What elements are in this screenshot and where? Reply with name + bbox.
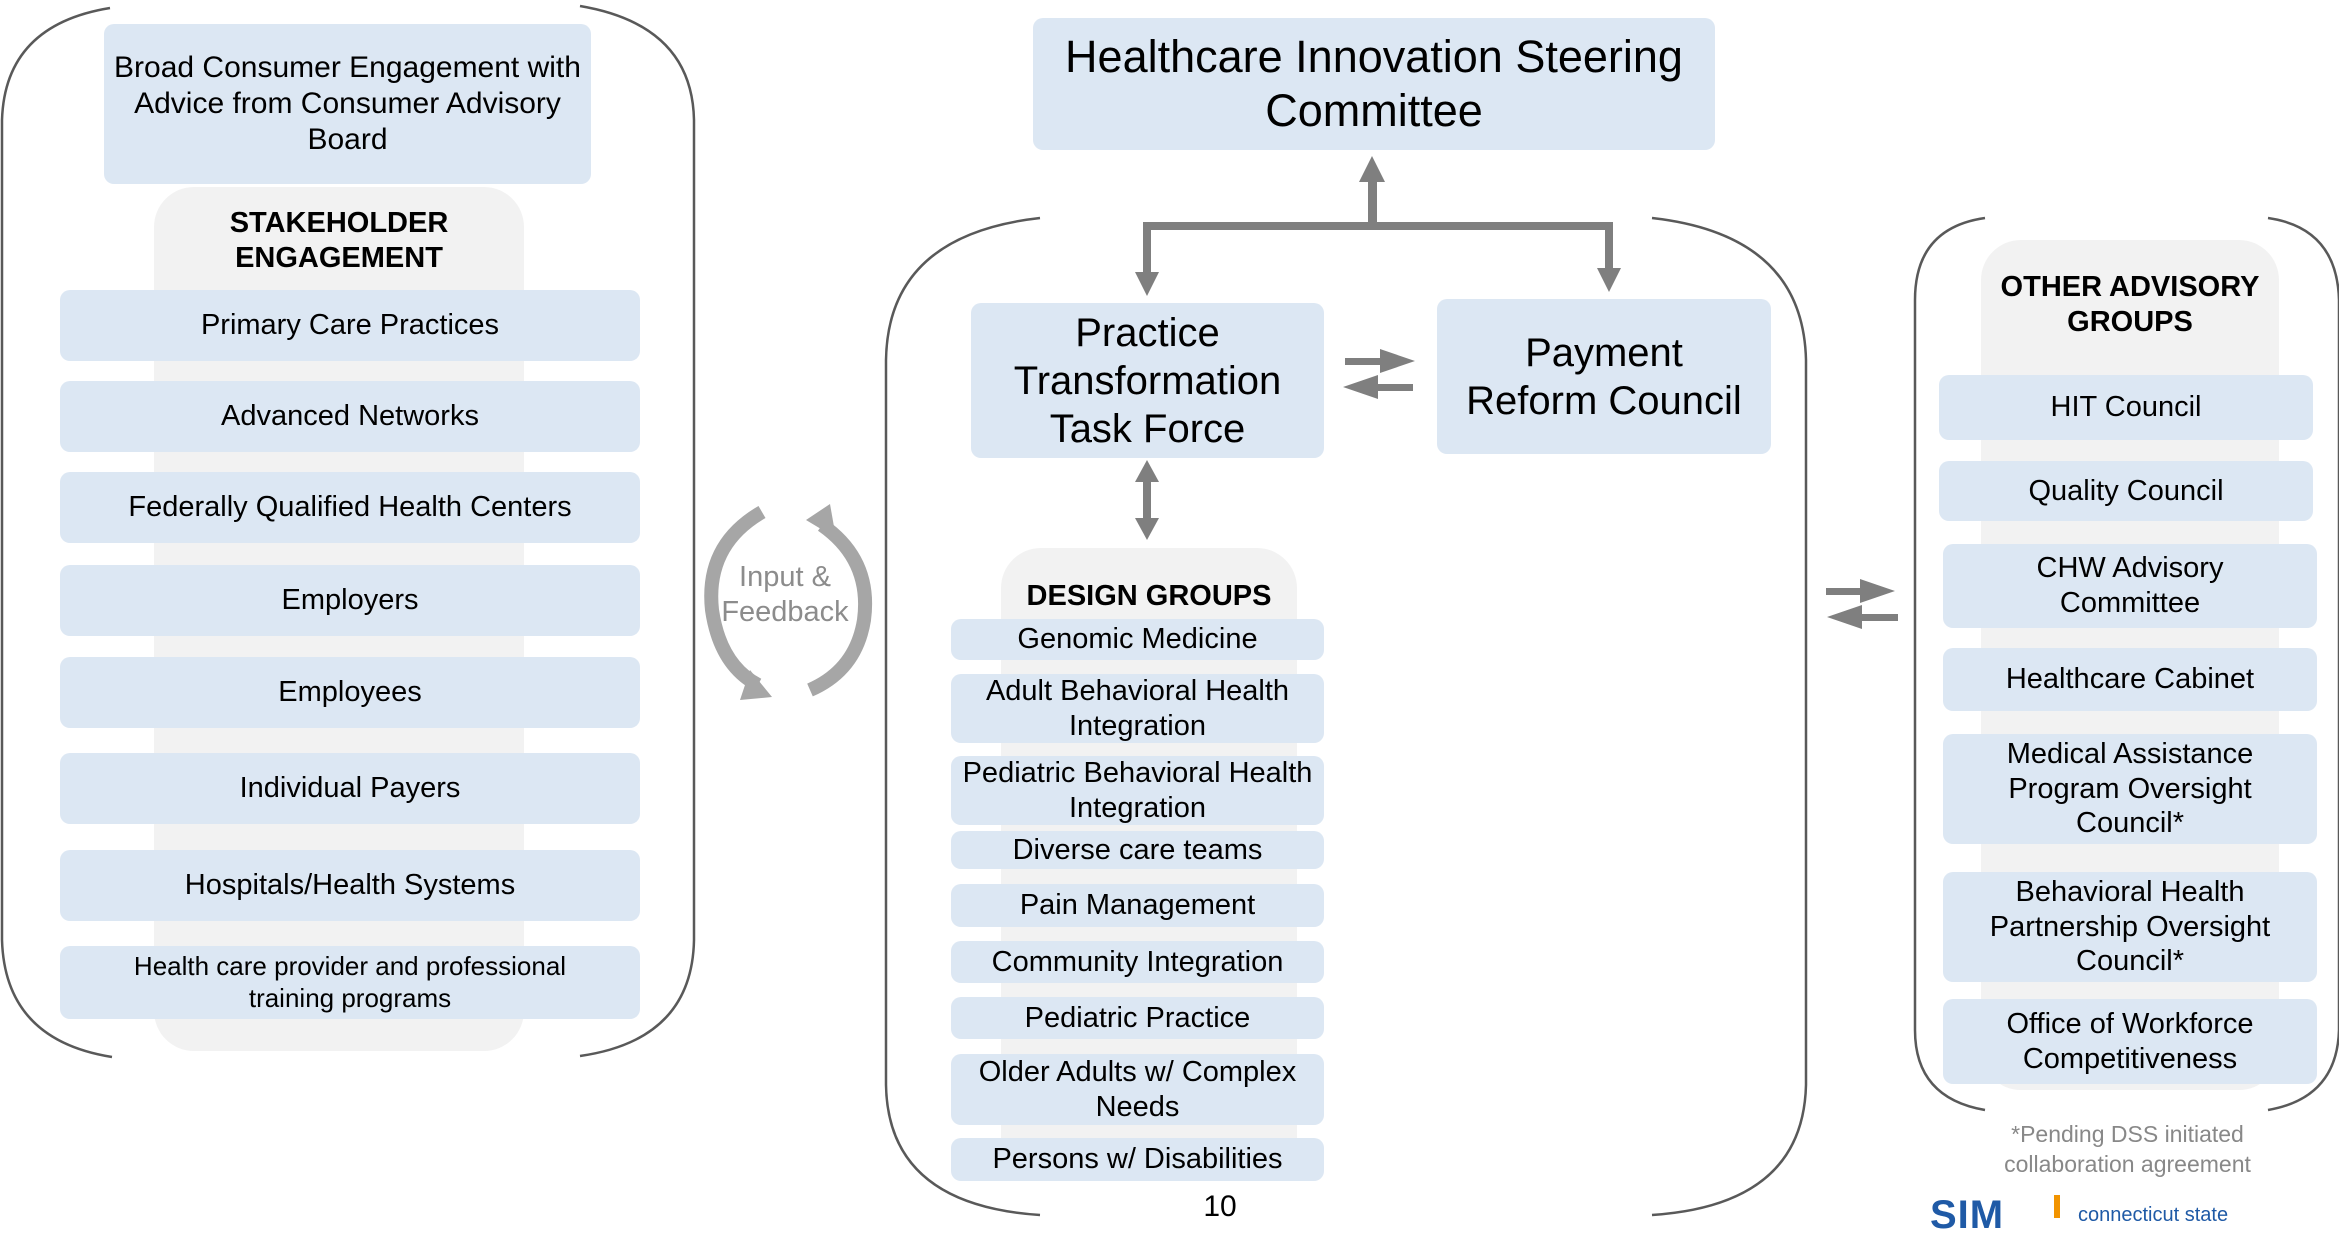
design-group-item: Pediatric Behavioral Health Integration	[951, 756, 1324, 825]
stakeholder-item: Primary Care Practices	[60, 290, 640, 361]
advisory-item: Healthcare Cabinet	[1943, 648, 2317, 711]
exchange-arrow-bottom-head	[1343, 375, 1378, 399]
advisory-item: Medical Assistance Program Oversight Cou…	[1943, 734, 2317, 844]
advisory-item: HIT Council	[1939, 375, 2313, 440]
left-drop-head	[1135, 272, 1159, 296]
advisory-title: OTHER ADVISORY GROUPS	[2000, 270, 2260, 338]
advisory-item: Office of Workforce Competitiveness	[1943, 999, 2317, 1084]
sim-logo: SIM	[1930, 1193, 2005, 1237]
right-drop-shaft	[1605, 222, 1613, 272]
steering-arrow-shaft	[1368, 178, 1377, 228]
right-exchange-top-shaft	[1826, 588, 1864, 595]
vertical-double-arrow-down	[1135, 518, 1159, 540]
logo-accent-icon	[2054, 1195, 2060, 1218]
logo-text: connecticut state	[2078, 1204, 2229, 1226]
stakeholder-item: Employers	[60, 565, 640, 636]
stakeholder-item: Federally Qualified Health Centers	[60, 472, 640, 543]
page-number: 10	[1203, 1190, 1237, 1223]
feedback-arrowhead-right	[806, 504, 836, 538]
design-group-item: Adult Behavioral Health Integration	[951, 674, 1324, 743]
feedback-label: Input & Feedback	[721, 561, 849, 628]
right-exchange-bottom-head	[1827, 605, 1862, 629]
payment-council-box: Payment Reform Council	[1437, 299, 1771, 454]
vertical-double-arrow-up	[1135, 460, 1159, 482]
design-group-item: Community Integration	[951, 941, 1324, 983]
connector-horizontal	[1143, 222, 1613, 230]
vertical-double-arrow-shaft	[1143, 478, 1151, 522]
right-exchange-bottom-shaft	[1860, 614, 1898, 621]
exchange-arrow-top-shaft	[1345, 358, 1383, 365]
advisory-item: CHW Advisory Committee	[1943, 544, 2317, 628]
stakeholder-title: STAKEHOLDER ENGAGEMENT	[229, 207, 449, 274]
feedback-arrowhead-left	[740, 670, 772, 700]
right-drop-head	[1597, 268, 1621, 292]
design-group-item: Pediatric Practice	[951, 997, 1324, 1039]
stakeholder-item: Hospitals/Health Systems	[60, 850, 640, 921]
left-drop-shaft	[1143, 222, 1151, 276]
practice-task-force-box: Practice Transformation Task Force	[971, 303, 1324, 458]
consumer-engagement-box: Broad Consumer Engagement with Advice fr…	[104, 24, 591, 184]
advisory-item: Behavioral Health Partnership Oversight …	[1943, 872, 2317, 982]
stakeholder-item: Employees	[60, 657, 640, 728]
steering-arrow-head	[1359, 156, 1385, 182]
exchange-arrow-bottom-shaft	[1375, 384, 1413, 391]
stakeholder-item: Advanced Networks	[60, 381, 640, 452]
design-group-item: Diverse care teams	[951, 831, 1324, 869]
steering-committee-box: Healthcare Innovation Steering Committee	[1033, 18, 1715, 150]
stakeholder-item: Health care provider and professional tr…	[60, 946, 640, 1019]
footnote: *Pending DSS initiated collaboration agr…	[2004, 1121, 2251, 1177]
advisory-item: Quality Council	[1939, 461, 2313, 521]
exchange-arrow-top-head	[1380, 349, 1415, 373]
design-group-item: Persons w/ Disabilities	[951, 1138, 1324, 1181]
design-group-item: Pain Management	[951, 884, 1324, 927]
stakeholder-item: Individual Payers	[60, 753, 640, 824]
design-groups-title: DESIGN GROUPS	[1026, 579, 1272, 612]
design-group-item: Older Adults w/ Complex Needs	[951, 1054, 1324, 1125]
right-exchange-top-head	[1860, 579, 1895, 603]
design-group-item: Genomic Medicine	[951, 619, 1324, 660]
